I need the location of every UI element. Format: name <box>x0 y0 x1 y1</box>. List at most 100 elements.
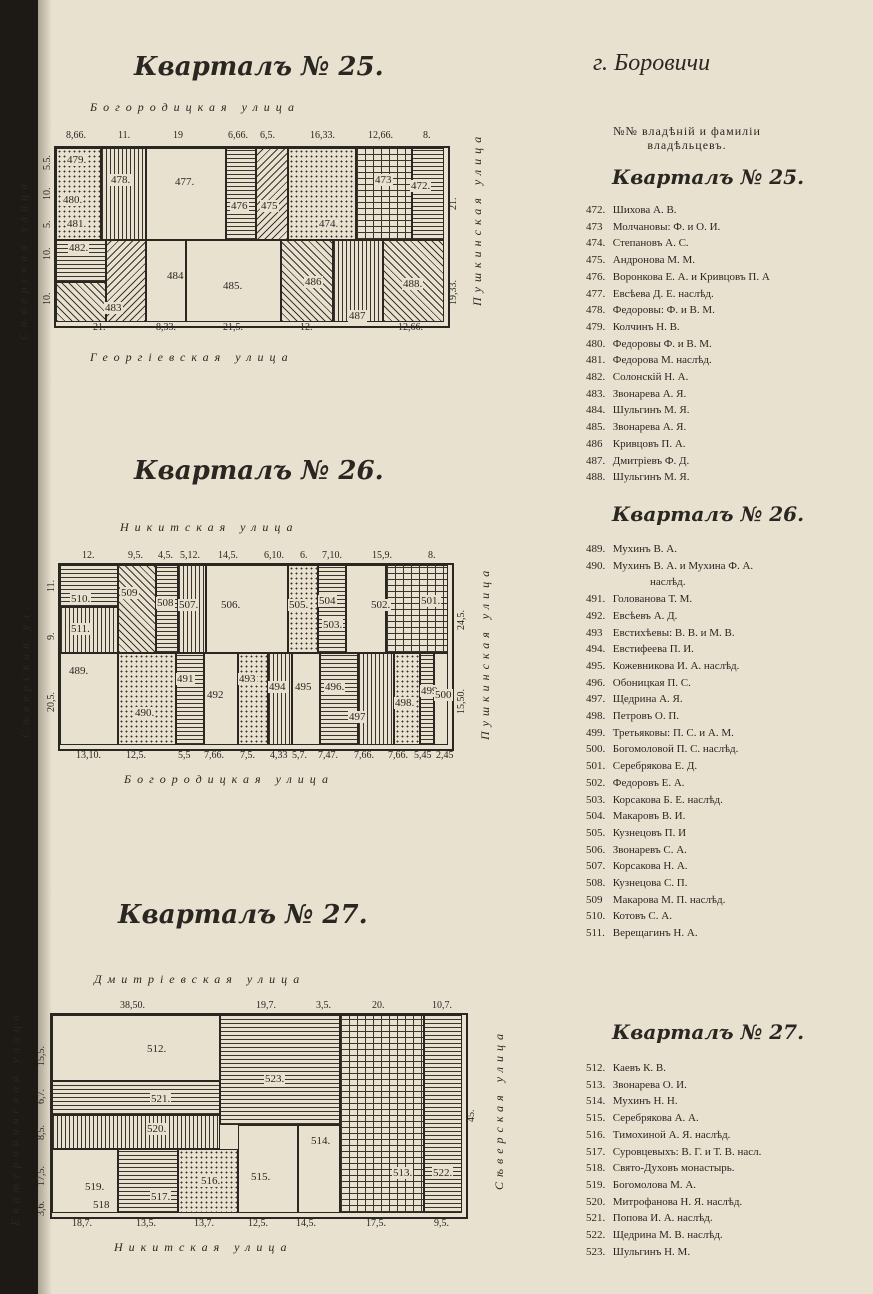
q26-bottom-street: Богородицкая улица <box>124 772 334 786</box>
plot-label: 506. <box>220 599 242 611</box>
dim-label: 15,50. <box>456 689 467 714</box>
plot-box <box>52 1115 220 1149</box>
dim-label: 17,5. <box>36 1166 47 1186</box>
plot-label: 503. <box>322 619 344 631</box>
dim-label: 6,10. <box>264 550 284 561</box>
plot-label: 491 <box>176 673 195 685</box>
dim-label: 9. <box>46 632 57 641</box>
list-item: 472. Шихова А. В. <box>586 204 677 216</box>
q25-bottom-street: Георгіевская улица <box>90 350 294 364</box>
q25-right-street: Пушкинская улица <box>470 131 484 306</box>
list-item: 513. Звонарева О. И. <box>586 1078 687 1091</box>
q26-right-street: Пушкинская улица <box>478 565 492 740</box>
plot-box <box>238 1125 298 1213</box>
list-item: 518. Свято-Духовъ монастырь. <box>586 1162 735 1175</box>
list-item: 493 Евстихѣевы: В. В. и М. В. <box>586 626 735 639</box>
plot-box <box>358 653 394 745</box>
list-item: 476. Воронкова Е. А. и Кривцовъ П. А <box>586 270 770 283</box>
list-item: 486 Кривцовъ П. А. <box>586 437 686 450</box>
dim-label: 14,5. <box>296 1218 316 1229</box>
dim-label: 4,33 <box>270 750 288 761</box>
q27-top-street: Дмитріевская улица <box>94 972 306 986</box>
q25-plan: 472. 473 474. 475 476 477. 478. 479. 480… <box>54 146 450 328</box>
plot-label: 477. <box>174 176 196 188</box>
dim-label: 5. <box>42 220 53 229</box>
dim-label: 5,5 <box>178 750 191 761</box>
plot-box <box>386 565 448 653</box>
list-item: 500. Богомоловой П. С. наслѣд. <box>586 743 739 756</box>
plot-label: 515. <box>250 1171 272 1183</box>
q26-left-street: Сѣверская ул. <box>18 602 32 738</box>
plot-label: 510. <box>70 593 92 605</box>
dim-label: 18,7. <box>72 1218 92 1229</box>
dim-label: 7,10. <box>322 550 342 561</box>
plot-label: 500 <box>434 689 453 701</box>
plot-box <box>256 148 288 240</box>
city-name: г. Боровичи <box>593 50 711 76</box>
plot-label: 490. <box>134 707 156 719</box>
dim-label: 15,5. <box>36 1046 47 1066</box>
plot-label: 495 <box>294 681 313 693</box>
plot-label: 505. <box>288 599 310 611</box>
plot-box <box>118 1149 178 1213</box>
dim-label: 20. <box>372 1000 385 1011</box>
list-item: 483. Звонарева А. Я. <box>586 387 687 400</box>
dim-label: 11. <box>118 130 131 141</box>
plot-label: 483 <box>104 302 123 314</box>
plot-label: 508 <box>156 597 175 609</box>
plot-label: 518 <box>92 1199 111 1211</box>
dim-label: 17,5. <box>366 1218 386 1229</box>
q25-left-street: Сѣверская улица <box>16 178 30 340</box>
list-item: 498. Петровъ О. П. <box>586 710 680 723</box>
dim-label: 4,5. <box>158 550 173 561</box>
dim-label: 16,33. <box>310 130 335 141</box>
plot-box <box>424 1015 462 1213</box>
plot-label: 507. <box>178 599 200 611</box>
plot-label: 512. <box>146 1043 168 1055</box>
plot-label: 499 <box>420 685 439 697</box>
list-item: 481. Федорова М. наслѣд. <box>586 354 712 367</box>
dim-label: 10. <box>42 187 53 201</box>
dim-label: 13,5. <box>136 1218 156 1229</box>
dim-label: 14,5. <box>218 550 238 561</box>
list-item: 479. Колчинъ Н. В. <box>586 320 680 333</box>
plot-label: 478. <box>110 174 132 186</box>
plot-box <box>156 565 178 653</box>
q26-plan: 489. 490. 491 492 493 494 495 496. 497 4… <box>58 563 454 751</box>
dim-label: 7,47. <box>318 750 338 761</box>
q27-left-street: Екатерининская улица <box>8 1009 22 1226</box>
dim-label: 5.5. <box>42 155 53 170</box>
list-item: 516. Тимохиной А. Я. наслѣд. <box>586 1128 731 1141</box>
plot-label: 482. <box>68 242 90 254</box>
list-item: 480. Федоровы Ф. и В. М. <box>586 337 712 350</box>
list-item: 509 Макарова М. П. наслѣд. <box>586 893 726 906</box>
plot-label: 481. <box>66 218 88 230</box>
plot-box <box>340 1015 424 1213</box>
q26-title: Кварталъ № 26. <box>134 456 384 486</box>
q27-right-street: Сѣверская улица <box>492 1028 506 1190</box>
list-item: 514. Мухинъ Н. Н. <box>586 1095 678 1108</box>
plot-label: 521. <box>150 1093 172 1105</box>
dim-label: 6,66. <box>228 130 248 141</box>
dim-label: 38,50. <box>120 1000 145 1011</box>
dim-label: 5,12. <box>180 550 200 561</box>
dim-label: 13,10. <box>76 750 101 761</box>
list-item: 522. Щедрина М. В. наслѣд. <box>586 1229 723 1242</box>
list-item: 473 Молчановы: Ф. и О. И. <box>586 220 721 233</box>
plot-label: 502. <box>370 599 392 611</box>
dim-label: 19 <box>173 130 183 141</box>
list-item: 488. Шульгинъ М. Я. <box>586 471 690 484</box>
list-item: 487. Дмитріевъ Ф. Д. <box>586 454 690 467</box>
list-item: 474. Степановъ А. С. <box>586 237 689 250</box>
plot-box <box>118 565 156 653</box>
plot-label: 522. <box>432 1167 454 1179</box>
page: Кварталъ № 25. г. Боровичи Богородицкая … <box>8 0 873 1294</box>
plot-box <box>268 653 292 745</box>
plot-label: 493 <box>238 673 257 685</box>
dim-label: 11. <box>46 579 57 592</box>
dim-label: 5,45 <box>414 750 432 761</box>
owners-26-title: Кварталъ № 26. <box>612 502 805 526</box>
plot-label: 485. <box>222 280 244 292</box>
dim-label: 9,5. <box>128 550 143 561</box>
plot-box <box>106 240 146 322</box>
